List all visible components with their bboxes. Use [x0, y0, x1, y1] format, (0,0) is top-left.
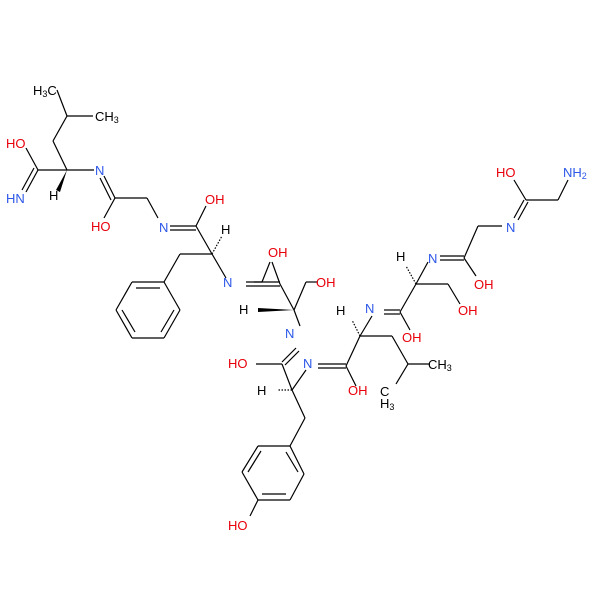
label-oh: OH: [316, 275, 336, 290]
label-h: H: [221, 222, 230, 237]
label-h: H: [396, 249, 405, 264]
label-nh2: NH2: [563, 165, 587, 181]
label-ho: HO: [228, 356, 248, 371]
label-n: N: [506, 220, 515, 235]
label-h: H: [257, 383, 266, 398]
label-h3c: H3C: [33, 83, 57, 99]
label-h: H: [239, 302, 248, 317]
label-ho: HO: [91, 219, 111, 234]
label-n: N: [285, 326, 294, 341]
wedge-bond: [56, 170, 67, 192]
label-ch3-h: H3: [380, 396, 394, 412]
wedge-bond: [258, 308, 294, 312]
label-oh: OH: [402, 330, 422, 345]
bonds: [21, 89, 569, 517]
label-ho: HO: [496, 165, 516, 180]
label-h: H: [49, 188, 58, 203]
label-ch3: CH3: [428, 357, 452, 373]
label-phenol-ho: HO: [228, 518, 248, 533]
label-oh: OH: [268, 245, 288, 260]
label-n: N: [159, 220, 168, 235]
label-oh: OH: [348, 383, 368, 398]
label-n: N: [303, 356, 312, 371]
label-oh: OH: [458, 303, 478, 318]
label-ch3: C: [380, 384, 389, 399]
label-h: H: [336, 303, 345, 318]
label-n: N: [223, 275, 232, 290]
label-oh: OH: [205, 192, 225, 207]
label-n: N: [95, 163, 104, 178]
label-ch3: CH3: [95, 109, 119, 125]
label-hn: HN: [6, 191, 25, 206]
label-ho: HO: [6, 136, 26, 151]
label-n: N: [365, 301, 374, 316]
label-oh: OH: [474, 277, 494, 292]
label-n: N: [428, 251, 437, 266]
atom-labels: H3C CH3 HO HN H N HO N OH H N OH OH H N …: [6, 83, 587, 533]
